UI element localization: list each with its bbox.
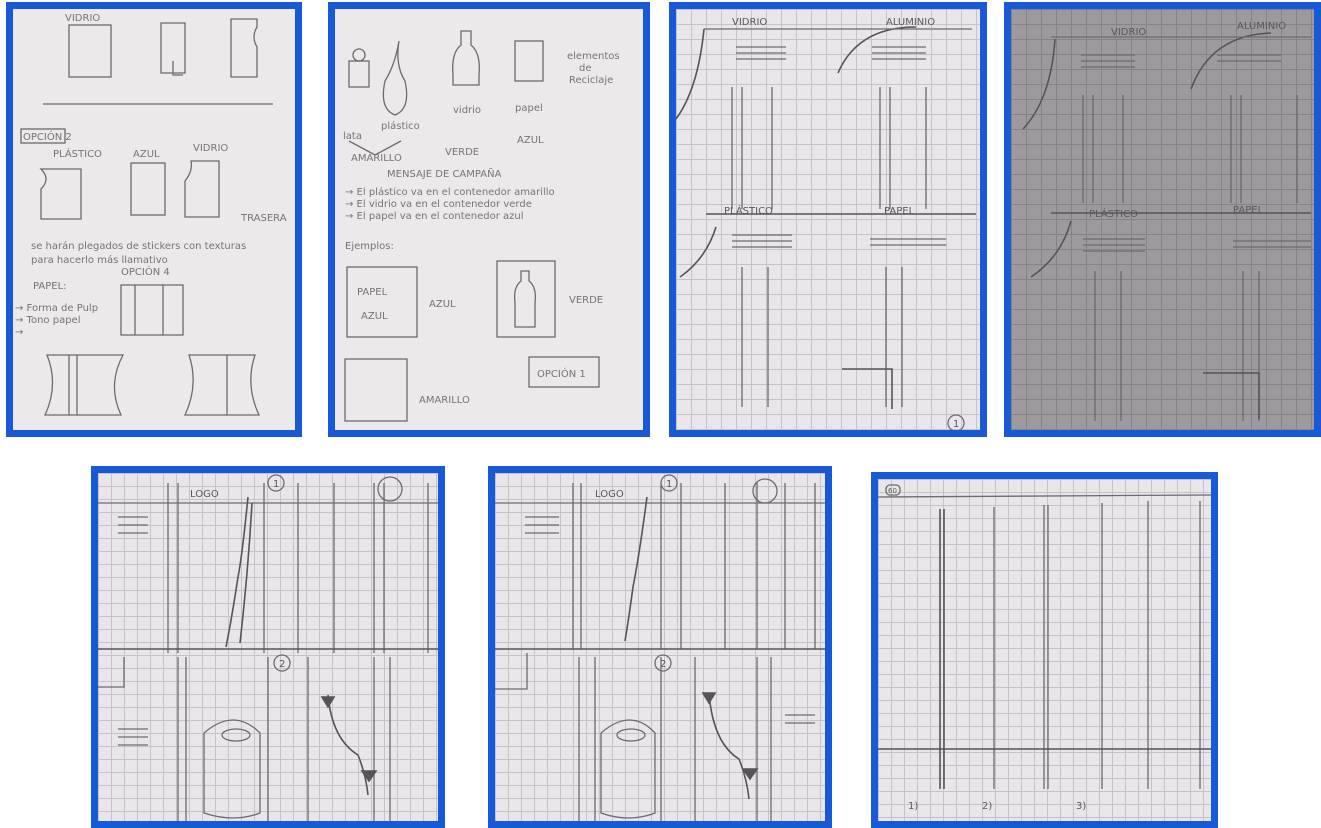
- sketch-photo-1: VIDRIO OPCIÓN 2 PLÁSTICO AZUL VIDRIO TRA…: [6, 2, 302, 437]
- sketch-label: → El vidrio va en el contenedor verde: [345, 199, 532, 210]
- sketch-label: 1: [666, 479, 672, 490]
- sketch-label: AMARILLO: [419, 395, 470, 406]
- sketch-label: se harán plegados de stickers con textur…: [31, 240, 246, 252]
- sketch-label: Reciclaje: [569, 75, 613, 86]
- sketch-drawing-6: LOGO 1 2: [495, 473, 825, 821]
- sketch-label: 1: [273, 479, 279, 490]
- sketch-photo-7: 60 1) 2) 3): [871, 472, 1218, 828]
- sketch-photo-3: VIDRIO ALUMINIO PLÁSTICO PAPEL 1: [669, 2, 987, 437]
- sketch-label: VIDRIO: [193, 143, 228, 154]
- sketch-label: → El papel va en el contenedor azul: [345, 211, 524, 222]
- sketch-label: VERDE: [445, 147, 479, 158]
- sketch-photo-6: LOGO 1 2: [488, 466, 832, 828]
- sketch-label: VIDRIO: [65, 13, 100, 24]
- sketch-label: AMARILLO: [351, 153, 402, 164]
- sketch-label: OPCIÓN 2: [23, 130, 72, 143]
- sketch-label: PAPEL:: [33, 281, 67, 292]
- sketch-label: OPCIÓN 4: [121, 265, 170, 278]
- sketch-label: → El plástico va en el contenedor amaril…: [345, 186, 555, 198]
- sketch-label: lata: [343, 131, 362, 142]
- sketch-label: MENSAJE DE CAMPAÑA: [387, 167, 502, 180]
- sketch-label: PLÁSTICO: [1089, 207, 1138, 220]
- sketch-label: AZUL: [517, 135, 544, 146]
- sketch-drawing-3: VIDRIO ALUMINIO PLÁSTICO PAPEL 1: [676, 9, 980, 430]
- sketch-label: TRASERA: [240, 213, 287, 224]
- sketch-label: LOGO: [190, 489, 219, 500]
- sketch-label: AZUL: [361, 311, 388, 322]
- sketch-label: VIDRIO: [732, 17, 767, 28]
- sketch-label: VIDRIO: [1111, 27, 1146, 38]
- sketch-photo-4: VIDRIO ALUMINIO PLÁSTICO PAPEL: [1004, 2, 1321, 437]
- sketch-label: plástico: [381, 120, 420, 132]
- sketch-label: PLÁSTICO: [724, 204, 773, 217]
- sketch-label: OPCIÓN 1: [537, 367, 586, 380]
- sketch-drawing-2: elementos de Reciclaje lata plástico vid…: [335, 9, 643, 430]
- sketch-drawing-7: 60 1) 2) 3): [878, 479, 1211, 821]
- sketch-label: 60: [888, 487, 897, 495]
- sketch-label: 3): [1076, 801, 1086, 812]
- sketch-label: elementos: [567, 51, 620, 62]
- sketch-label: 1: [953, 419, 959, 430]
- sketch-label: ALUMINIO: [1237, 21, 1286, 32]
- sketch-label: VERDE: [569, 295, 603, 306]
- sketch-photo-5: LOGO 1 2: [91, 466, 445, 828]
- sketch-drawing-1: VIDRIO OPCIÓN 2 PLÁSTICO AZUL VIDRIO TRA…: [13, 9, 295, 430]
- sketch-drawing-4: VIDRIO ALUMINIO PLÁSTICO PAPEL: [1011, 9, 1314, 430]
- sketch-label: 2: [279, 659, 285, 670]
- sketch-label: PAPEL: [1233, 205, 1264, 216]
- sketch-label: → Tono papel: [15, 315, 80, 326]
- sketch-label: PAPEL: [357, 287, 388, 298]
- sketch-label: AZUL: [133, 149, 160, 160]
- sketch-label: Ejemplos:: [345, 241, 394, 252]
- sketch-label: para hacerlo más llamativo: [31, 254, 168, 266]
- sketch-photo-2: elementos de Reciclaje lata plástico vid…: [328, 2, 650, 437]
- sketch-label: PAPEL: [884, 206, 915, 217]
- sketch-label: PLÁSTICO: [53, 147, 102, 160]
- sketch-label: vidrio: [453, 105, 481, 116]
- sketch-label: 1): [908, 801, 918, 812]
- sketch-drawing-5: LOGO 1 2: [98, 473, 438, 821]
- sketch-label: LOGO: [595, 489, 624, 500]
- sketch-label: 2): [982, 801, 992, 812]
- sketch-label: → Forma de Pulp: [15, 303, 98, 314]
- sketch-label: →: [15, 327, 23, 338]
- sketch-label: papel: [515, 103, 543, 114]
- sketch-label: de: [579, 63, 592, 74]
- sketch-label: AZUL: [429, 299, 456, 310]
